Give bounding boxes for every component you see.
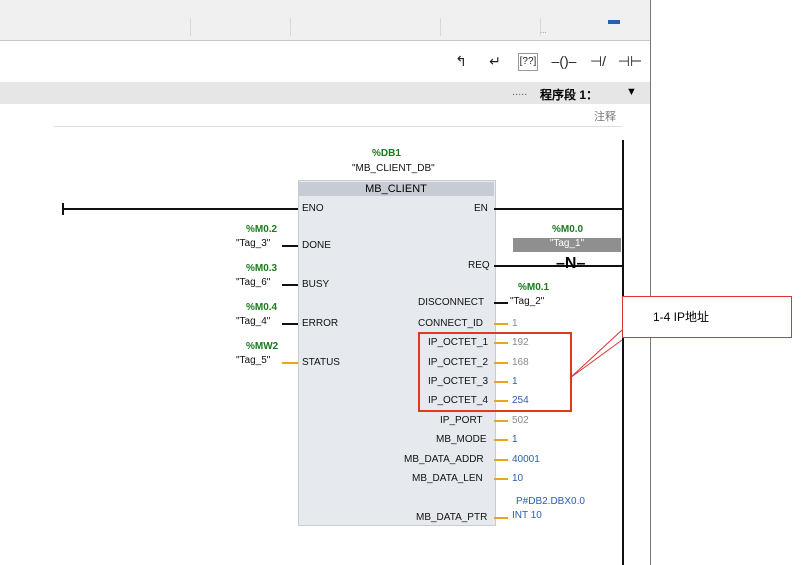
mb-data-addr-wire [494, 459, 508, 461]
normally-open-contact-button[interactable]: ⊣⊢ [617, 53, 643, 69]
pin-connect-id: CONNECT_ID [418, 318, 484, 329]
mb-data-ptr-value[interactable]: INT 10 [512, 510, 542, 521]
pin-busy: BUSY [302, 279, 330, 290]
power-rail [622, 140, 624, 565]
top-strip: ... [0, 0, 650, 41]
pin-mb-data-len: MB_DATA_LEN [412, 473, 483, 484]
scroll-indicator[interactable] [608, 20, 620, 24]
connect-id-wire [494, 323, 508, 325]
done-address: %M0.2 [246, 224, 278, 235]
topbar-divider [440, 18, 441, 36]
req-address: %M0.0 [552, 224, 584, 235]
en-wire [494, 208, 622, 210]
callout-box: 1-4 IP地址 [622, 296, 792, 338]
disconnect-tag[interactable]: "Tag_2" [510, 296, 545, 307]
disconnect-address: %M0.1 [518, 282, 550, 293]
pin-req: REQ [468, 260, 490, 271]
pin-en: EN [474, 203, 488, 214]
eno-wire [62, 208, 298, 210]
comment-text: 注释 [594, 111, 616, 123]
pin-done: DONE [302, 240, 331, 251]
mb-data-len-value[interactable]: 10 [512, 473, 524, 484]
error-tag[interactable]: "Tag_4" [236, 316, 271, 327]
topbar-tab-label: ... [540, 26, 547, 35]
status-wire [282, 362, 298, 364]
normally-closed-contact-button[interactable]: ⊣/⊢ [589, 53, 607, 95]
instance-db-name[interactable]: "MB_CLIENT_DB" [352, 163, 435, 174]
mb-data-len-wire [494, 478, 508, 480]
ip-octet-4-value[interactable]: 254 [512, 395, 529, 406]
pin-ip-port: IP_PORT [440, 415, 483, 426]
pin-ip-octet-1: IP_OCTET_1 [428, 337, 489, 348]
pin-ip-octet-2: IP_OCTET_2 [428, 357, 489, 368]
network-header[interactable]: ▼ 程序段 1： ..... [0, 82, 650, 104]
pin-status: STATUS [302, 357, 340, 368]
error-address: %M0.4 [246, 302, 278, 313]
busy-tag[interactable]: "Tag_6" [236, 277, 271, 288]
eno-end [62, 203, 64, 215]
topbar-divider [540, 18, 541, 36]
req-wire [494, 265, 622, 267]
ip1-wire [494, 342, 508, 344]
callout-pointer [569, 329, 623, 379]
disconnect-wire [494, 302, 508, 304]
done-tag[interactable]: "Tag_3" [236, 238, 271, 249]
ip-port-wire [494, 420, 508, 422]
coil-button[interactable]: –()– [551, 53, 577, 69]
ip-port-value[interactable]: 502 [512, 415, 529, 426]
ip3-wire [494, 381, 508, 383]
pin-ip-octet-3: IP_OCTET_3 [428, 376, 489, 387]
mb-mode-value[interactable]: 1 [512, 434, 518, 445]
status-tag[interactable]: "Tag_5" [236, 355, 271, 366]
pin-mb-mode: MB_MODE [436, 434, 487, 445]
open-branch-button[interactable]: ↵ [489, 53, 501, 69]
empty-box-button[interactable]: [??] [518, 53, 538, 71]
pin-error: ERROR [302, 318, 339, 329]
pin-mb-data-addr: MB_DATA_ADDR [404, 454, 484, 465]
negated-contact-icon[interactable]: –N– [556, 255, 586, 272]
ip-octet-2-value[interactable]: 168 [512, 357, 529, 368]
pin-mb-data-ptr: MB_DATA_PTR [416, 512, 488, 523]
callout-text: 1-4 IP地址 [653, 310, 710, 324]
close-branch-button[interactable]: ↰ [455, 53, 467, 69]
ip2-wire [494, 362, 508, 364]
done-wire [282, 245, 298, 247]
pin-eno: ENO [302, 203, 324, 214]
mb-client-block[interactable] [298, 180, 496, 526]
error-wire [282, 323, 298, 325]
busy-address: %M0.3 [246, 263, 278, 274]
connect-id-value[interactable]: 1 [512, 318, 518, 329]
mb-data-addr-value[interactable]: 40001 [512, 454, 540, 465]
topbar-divider [290, 18, 291, 36]
network-title-dots: ..... [512, 86, 528, 98]
block-title: MB_CLIENT [298, 182, 494, 196]
pin-ip-octet-4: IP_OCTET_4 [428, 395, 489, 406]
ip-octet-highlight-box [418, 332, 572, 412]
mb-data-ptr-pointer[interactable]: P#DB2.DBX0.0 [516, 496, 585, 507]
pin-disconnect: DISCONNECT [418, 297, 485, 308]
instance-db-address: %DB1 [372, 148, 401, 159]
ladder-toolbar [0, 42, 650, 82]
ip-octet-1-value[interactable]: 192 [512, 337, 529, 348]
status-address: %MW2 [246, 341, 279, 352]
mb-mode-wire [494, 439, 508, 441]
network-comment[interactable]: 注释 [54, 106, 622, 127]
busy-wire [282, 284, 298, 286]
mb-data-ptr-wire [494, 517, 508, 519]
ip-octet-3-value[interactable]: 1 [512, 376, 518, 387]
network-title: 程序段 1： [540, 88, 599, 102]
topbar-divider [190, 18, 191, 36]
collapse-icon[interactable]: ▼ [626, 86, 637, 98]
req-tag[interactable]: "Tag_1" [513, 238, 621, 252]
editor-border [650, 0, 651, 565]
ip4-wire [494, 400, 508, 402]
